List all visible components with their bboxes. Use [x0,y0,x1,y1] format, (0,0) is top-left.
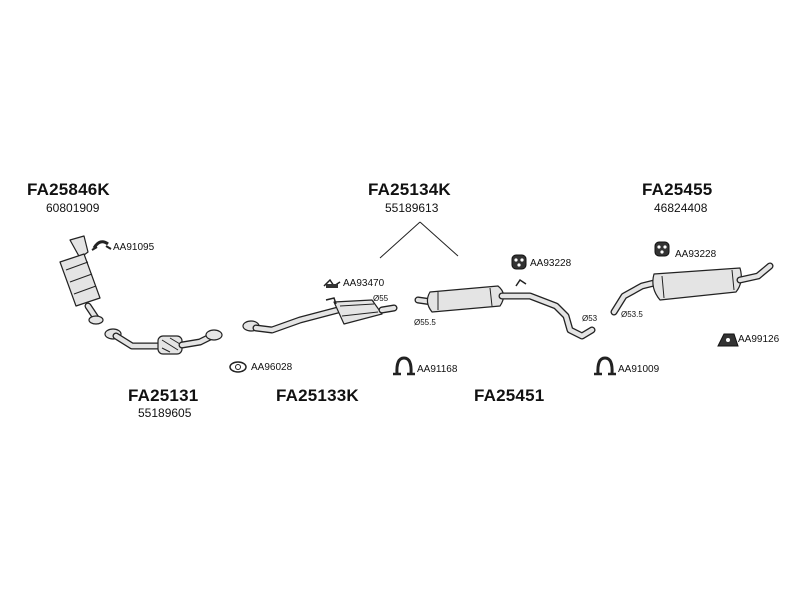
clamp-AA91168-shape [393,356,415,376]
part-number-FA25131: FA25131 [128,386,199,405]
ref-number-55189605: 55189605 [138,406,192,420]
front-pipe-part [104,328,223,355]
catalytic-converter-part [59,235,104,325]
part-number-FA25134K: FA25134K [368,180,451,199]
part-number-FA25455: FA25455 [642,180,713,199]
accessory-label-AA93228-right: AA93228 [675,249,717,260]
diameter-label-53: Ø53 [582,314,598,323]
part-number-FA25846K: FA25846K [27,180,110,199]
hanger-bracket-shape [515,278,527,287]
rubber-mount-AA93228-right-shape [654,241,670,257]
accessory-label-AA96028: AA96028 [251,362,293,373]
diameter-label-55: Ø55 [373,294,389,303]
ref-number-55189613: 55189613 [385,201,439,215]
diameter-label-55-5: Ø55.5 [414,318,436,327]
rear-muffler-part [610,262,774,316]
bracket-AA99126-shape [717,333,739,347]
accessory-label-AA93228: AA93228 [530,258,572,269]
accessory-label-AA93470: AA93470 [343,278,385,289]
diameter-label-53-5: Ø53.5 [621,310,643,319]
ref-number-60801909: 60801909 [46,201,100,215]
intermediate-pipe-part [242,299,398,334]
part-number-FA25133K: FA25133K [276,386,359,405]
centre-muffler-part [414,285,596,340]
gasket-AA96028-shape [229,361,247,373]
accessory-label-AA91168: AA91168 [417,364,458,375]
accessory-label-AA91095: AA91095 [113,242,155,253]
accessory-label-AA91009: AA91009 [618,364,660,375]
bolt-kit-AA93470-shape [323,278,341,288]
clamp-AA91009-shape [594,356,616,376]
part-number-FA25451: FA25451 [474,386,545,405]
clamp-AA91095-shape [91,240,112,251]
rubber-mount-AA93228-shape [511,254,527,270]
accessory-label-AA99126: AA99126 [738,334,780,345]
group-pointer-lines [379,221,459,259]
bracket-shape [325,297,337,305]
ref-number-46824408: 46824408 [654,201,708,215]
